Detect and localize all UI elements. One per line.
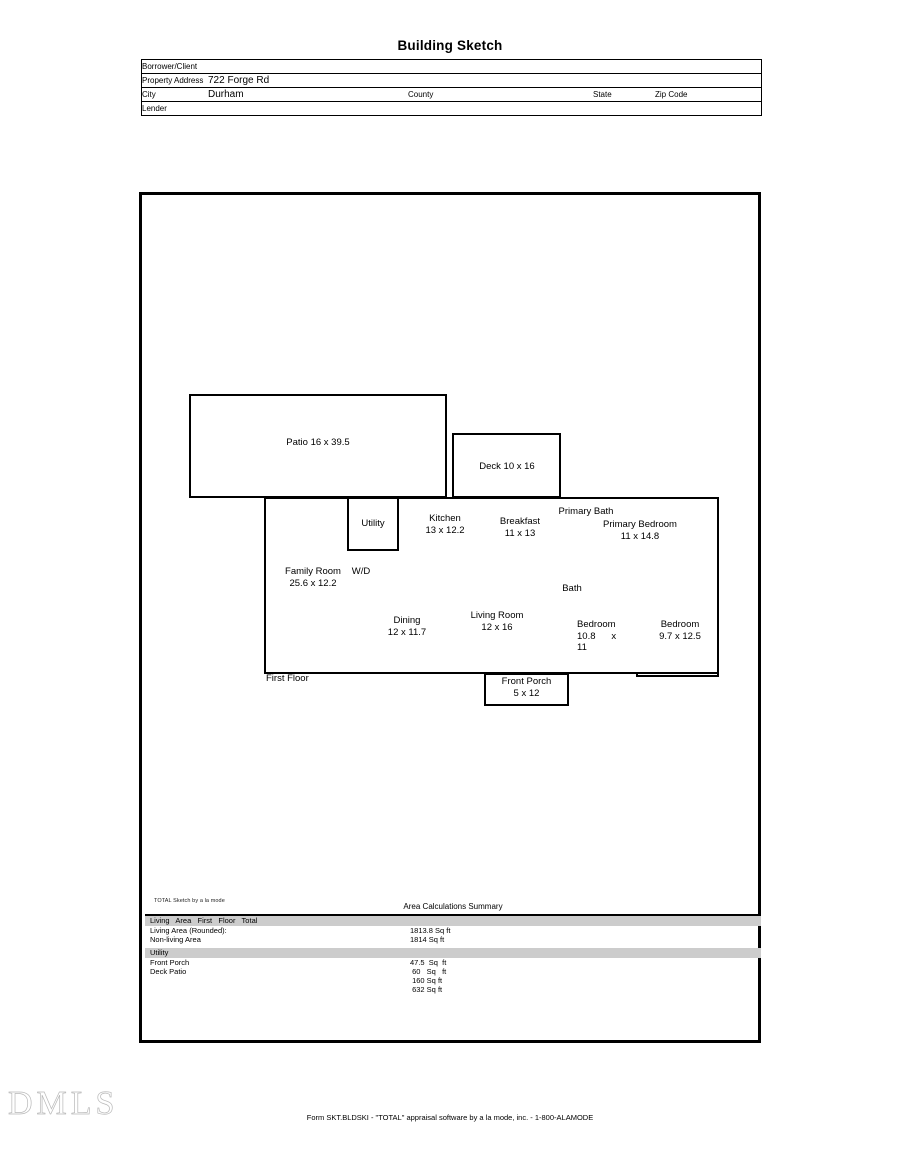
form-footer-note: Form SKT.BLDSKI - "TOTAL" appraisal soft… [306,1113,594,1122]
label-living-room: Living Room 12 x 16 [470,610,524,633]
sketch-frame: Patio 16 x 39.5 Deck 10 x 16 Utility Kit… [139,192,761,1043]
area-summary-title: Area Calculations Summary [403,902,503,911]
summary-row-living-area: Living Area (Rounded): 1813.8 Sq ft [145,926,761,935]
summary-row-front-porch: Front Porch 47.5 Sq ft [145,958,761,967]
property-address-value[interactable]: 722 Forge Rd [208,75,270,86]
state-label: State [593,90,612,99]
label-bath: Bath [562,583,582,594]
label-family-room: Family Room 25.6 x 12.2 [285,566,341,589]
page-title: Building Sketch [397,38,503,53]
property-address-label: Property Address [142,76,204,85]
floor-plan-drawing: Patio 16 x 39.5 Deck 10 x 16 Utility Kit… [142,195,764,895]
deck-patio-label: Deck Patio [150,967,187,976]
borrower-label: Borrower/Client [142,62,198,71]
property-header-table: Borrower/Client Property Address 722 For… [141,59,762,116]
label-primary-bedroom: Primary Bedroom 11 x 14.8 [603,519,677,542]
label-bedroom-2: Bedroom 9.7 x 12.5 [659,619,701,642]
living-area-rounded-label: Living Area (Rounded): [150,926,227,935]
area-calculations-summary: Living Area First Floor Total Living Are… [145,914,761,994]
summary-top-rule [145,914,761,916]
summary-row-extra-1: 160 Sq ft [145,976,761,985]
non-living-area-value: 1814 Sq ft [410,935,445,944]
label-kitchen: Kitchen 13 x 12.2 [425,513,465,536]
extra-2-value: 632 Sq ft [410,985,443,994]
header-row-city: City Durham County State Zip Code [141,88,762,102]
lender-value[interactable] [208,102,762,116]
lender-label: Lender [142,104,167,113]
zip-code-label: Zip Code [655,90,688,99]
city-label: City [142,90,156,99]
header-row-lender: Lender [142,102,762,116]
header-row-address: Property Address 722 Forge Rd [141,74,762,88]
extra-1-value: 160 Sq ft [410,976,443,985]
label-bedroom-1: Bedroom 10.8 x 11 [577,619,617,653]
label-utility: Utility [361,518,385,529]
front-porch-outline [484,673,569,706]
label-deck: Deck 10 x 16 [479,461,535,472]
front-porch-value: 47.5 Sq ft [410,958,447,967]
non-living-area-label: Non-living Area [150,935,201,944]
summary-row-non-living-area: Non-living Area 1814 Sq ft [145,935,761,944]
summary-row-extra-2: 632 Sq ft [145,985,761,994]
label-wd: W/D [351,566,371,577]
label-primary-bath: Primary Bath [558,506,614,517]
dmls-watermark: DMLS [8,1085,119,1123]
summary-row-deck-patio: Deck Patio 60 Sq ft [145,967,761,976]
county-label: County [408,90,434,99]
borrower-value[interactable] [208,60,762,74]
summary-section-utility-label: Utility [150,948,169,957]
sketch-credit: TOTAL Sketch by a la mode [154,898,225,904]
deck-patio-value: 60 Sq ft [410,967,447,976]
label-patio: Patio 16 x 39.5 [286,437,350,448]
label-breakfast: Breakfast 11 x 13 [499,516,541,539]
utility-outline [347,497,399,551]
summary-section-living: Living Area First Floor Total [145,916,761,926]
city-value[interactable]: Durham [208,89,244,100]
header-row-borrower: Borrower/Client [141,60,762,74]
summary-section-utility: Utility [145,948,761,958]
label-front-porch: Front Porch 5 x 12 [501,676,552,699]
right-wing-step-outline [636,672,719,677]
living-area-rounded-value: 1813.8 Sq ft [410,926,451,935]
label-dining: Dining 12 x 11.7 [387,615,427,638]
summary-section-living-label: Living Area First Floor Total [150,916,258,925]
front-porch-label: Front Porch [150,958,190,967]
label-first-floor: First Floor [266,673,309,684]
